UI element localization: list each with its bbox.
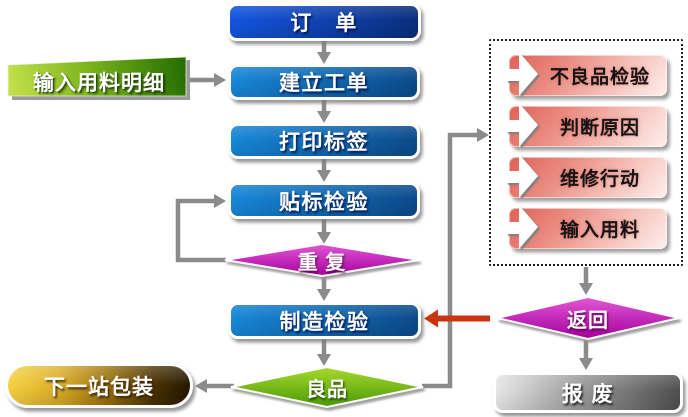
arrowhead-loopback-to-label-inspection xyxy=(214,194,226,208)
node-next-station-packing: 下一站包装 xyxy=(5,363,193,408)
node-create-work-order: 建立工单 xyxy=(228,64,420,100)
node-defect-inspection-label: 不良品检验 xyxy=(549,67,650,88)
arrowhead-to-rework-group xyxy=(477,128,489,142)
right-arrow-icon xyxy=(506,52,538,96)
node-input-material: 输入用料 xyxy=(506,205,667,249)
node-repair-action: 维修行动 xyxy=(506,154,667,198)
arrowhead-to-create-work-order-left xyxy=(214,73,226,87)
node-good-product-label: 良品 xyxy=(306,378,348,401)
node-good-product: 良品 xyxy=(230,365,424,409)
node-order-label: 订 单 xyxy=(290,12,358,35)
arrowhead-to-repeat xyxy=(317,232,331,244)
arrowhead-to-manufacture-inspection-top xyxy=(317,289,331,301)
right-arrow-icon xyxy=(506,205,538,249)
arrowhead-to-return xyxy=(579,283,593,295)
node-return-label: 返回 xyxy=(567,309,609,332)
arrowhead-to-next-station xyxy=(195,379,207,393)
rework-group-dotted-box xyxy=(489,39,683,266)
node-judge-cause: 判断原因 xyxy=(506,103,667,147)
node-manufacture-inspection: 制造检验 xyxy=(228,302,421,339)
node-input-material-label: 输入用料 xyxy=(559,220,640,241)
good-product-diamond-shape xyxy=(230,365,424,409)
input-material-banner-shape xyxy=(7,56,190,100)
node-repair-action-label: 维修行动 xyxy=(559,169,640,190)
node-repeat-label: 重 复 xyxy=(297,251,347,274)
right-arrow-icon xyxy=(506,103,538,147)
node-return: 返回 xyxy=(496,295,680,341)
arrow-return-to-manufacture-inspection xyxy=(424,309,490,328)
arrowhead-to-print-label xyxy=(317,111,331,123)
return-diamond-shape xyxy=(496,295,680,341)
node-label-inspection: 贴标检验 xyxy=(228,182,420,219)
arrowhead-to-scrap xyxy=(579,358,593,370)
node-scrap-label: 报 废 xyxy=(561,382,615,406)
arrowhead-to-create-work-order-top xyxy=(317,52,331,64)
node-input-material-detail: 输入用料明细 xyxy=(7,56,190,103)
right-arrow-icon xyxy=(506,154,538,198)
repeat-diamond-shape xyxy=(224,242,420,278)
node-defect-inspection: 不良品检验 xyxy=(506,52,667,96)
node-manufacture-inspection-label: 制造检验 xyxy=(279,310,370,334)
node-next-station-packing-label: 下一站包装 xyxy=(44,375,154,399)
node-judge-cause-label: 判断原因 xyxy=(559,118,640,139)
node-label-inspection-label: 贴标检验 xyxy=(279,190,369,214)
line-good-product-to-rework-group xyxy=(422,132,477,389)
node-print-label: 打印标签 xyxy=(228,123,420,159)
arrowhead-to-label-inspection-top xyxy=(317,170,331,182)
node-input-material-detail-label: 输入用料明细 xyxy=(33,72,165,95)
node-order: 订 单 xyxy=(227,3,421,41)
node-create-work-order-label: 建立工单 xyxy=(279,72,369,95)
line-repeat-loopback xyxy=(175,198,226,263)
node-repeat: 重 复 xyxy=(224,242,420,278)
node-print-label-label: 打印标签 xyxy=(279,131,369,154)
node-scrap: 报 废 xyxy=(493,372,683,413)
arrowhead-to-good-product xyxy=(317,354,331,366)
